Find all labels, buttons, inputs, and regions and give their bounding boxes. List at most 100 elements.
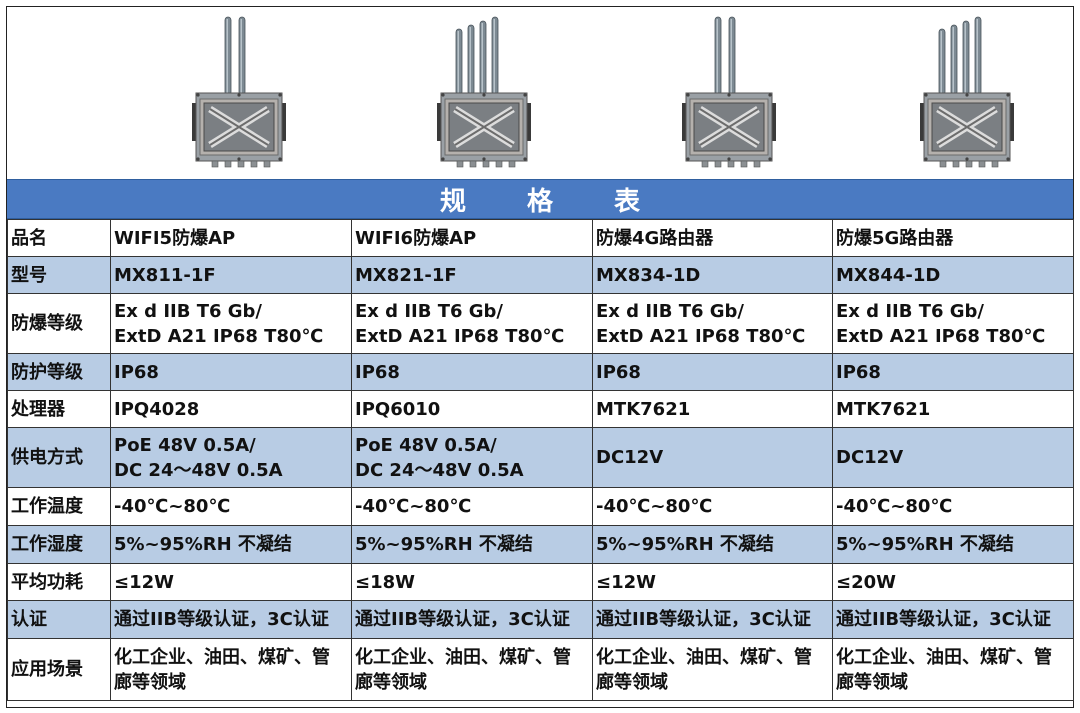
- spec-cell: DC12V: [592, 427, 833, 488]
- cable-gland: [508, 160, 516, 168]
- cell-text: Ex d IIB T6 Gb/: [836, 300, 985, 322]
- cell-text: 化工企业、油田、煤矿、管: [355, 646, 571, 668]
- spec-cell: IP68: [351, 353, 593, 391]
- spec-cell: 防爆4G路由器: [592, 219, 833, 257]
- spec-cell: PoE 48V 0.5A/DC 24～48V 0.5A: [110, 427, 352, 488]
- cable-gland: [456, 160, 464, 168]
- cable-gland: [237, 160, 245, 168]
- cell-text: 5%~95%RH 不凝结: [355, 534, 533, 555]
- cable-gland: [714, 160, 722, 168]
- spec-cell: MX811-1F: [110, 256, 352, 294]
- device-image-1: [192, 16, 286, 168]
- spec-cell: MTK7621: [592, 390, 833, 428]
- cell-text: DC 24～48V 0.5A: [355, 459, 524, 481]
- cell-text: PoE 48V 0.5A/: [114, 434, 256, 456]
- spec-cell: 防爆5G路由器: [832, 219, 1074, 257]
- cell-text: DC 24～48V 0.5A: [114, 459, 283, 481]
- cell-text: 化工企业、油田、煤矿、管: [836, 646, 1052, 668]
- spec-cell: 5%~95%RH 不凝结: [351, 525, 593, 564]
- spec-cell: IP68: [592, 353, 833, 391]
- cable-gland: [263, 160, 271, 168]
- spec-cell: MX844-1D: [832, 256, 1074, 294]
- cable-gland: [740, 160, 748, 168]
- cable-gland: [224, 160, 232, 168]
- cell-text: ExtD A21 IP68 T80℃: [836, 325, 1046, 347]
- spec-cell: 通过IIB等级认证，3C认证: [592, 600, 833, 639]
- bracket: [682, 103, 688, 141]
- row-label: 认证: [7, 600, 111, 639]
- cable-gland: [211, 160, 219, 168]
- spec-cell: WIFI6防爆AP: [351, 219, 593, 257]
- table-row: 认证通过IIB等级认证，3C认证通过IIB等级认证，3C认证通过IIB等级认证，…: [7, 600, 1074, 639]
- cell-text: Ex d IIB T6 Gb/: [114, 300, 263, 322]
- row-label: 防爆等级: [7, 293, 111, 354]
- spec-cell: ≤12W: [592, 563, 833, 601]
- cell-text: IPQ6010: [355, 398, 441, 420]
- cell-text: -40℃~80℃: [836, 496, 953, 517]
- spec-cell: -40℃~80℃: [832, 487, 1074, 526]
- spec-cell: MTK7621: [832, 390, 1074, 428]
- cable-gland: [965, 160, 973, 168]
- spec-cell: IPQ4028: [110, 390, 352, 428]
- product-images: [7, 7, 1073, 179]
- spec-cell: -40℃~80℃: [110, 487, 352, 526]
- cell-text: MX844-1D: [836, 264, 941, 286]
- cell-text: 廊等领域: [596, 671, 668, 693]
- cell-text: ≤12W: [596, 571, 656, 593]
- row-label: 平均功耗: [7, 563, 111, 601]
- cell-text: 防爆4G路由器: [596, 227, 714, 249]
- spec-cell: 通过IIB等级认证，3C认证: [832, 600, 1074, 639]
- spec-cell: IP68: [832, 353, 1074, 391]
- cell-text: MX834-1D: [596, 264, 701, 286]
- cell-text: 通过IIB等级认证，3C认证: [836, 609, 1051, 630]
- spec-cell: IP68: [110, 353, 352, 391]
- cell-text: Ex d IIB T6 Gb/: [355, 300, 504, 322]
- cell-text: 廊等领域: [114, 671, 186, 693]
- spec-cell: PoE 48V 0.5A/DC 24～48V 0.5A: [351, 427, 593, 488]
- cell-text: DC12V: [836, 447, 904, 468]
- row-label: 防护等级: [7, 353, 111, 391]
- bracket: [280, 103, 286, 141]
- spec-cell: WIFI5防爆AP: [110, 219, 352, 257]
- spec-cell: ≤12W: [110, 563, 352, 601]
- cell-text: DC12V: [596, 447, 664, 468]
- row-label: 工作湿度: [7, 525, 111, 564]
- cell-text: 通过IIB等级认证，3C认证: [114, 609, 329, 630]
- cell-text: IP68: [836, 361, 881, 383]
- cable-gland: [701, 160, 709, 168]
- cell-text: 防爆5G路由器: [836, 227, 954, 249]
- spec-cell: Ex d IIB T6 Gb/ExtD A21 IP68 T80℃: [351, 293, 593, 354]
- bracket: [1008, 103, 1014, 141]
- spec-cell: Ex d IIB T6 Gb/ExtD A21 IP68 T80℃: [832, 293, 1074, 354]
- cell-text: MX811-1F: [114, 264, 216, 286]
- cell-text: 化工企业、油田、煤矿、管: [596, 646, 812, 668]
- bracket: [920, 103, 926, 141]
- cell-text: MTK7621: [596, 398, 691, 420]
- cell-text: -40℃~80℃: [114, 496, 231, 517]
- spec-cell: 5%~95%RH 不凝结: [832, 525, 1074, 564]
- cell-text: ≤12W: [114, 571, 174, 593]
- table-row: 应用场景化工企业、油田、煤矿、管廊等领域化工企业、油田、煤矿、管廊等领域化工企业…: [7, 638, 1074, 701]
- table-row: 平均功耗≤12W≤18W≤12W≤20W: [7, 563, 1074, 601]
- spec-cell: 5%~95%RH 不凝结: [592, 525, 833, 564]
- row-label: 工作温度: [7, 487, 111, 526]
- cell-text: 化工企业、油田、煤矿、管: [114, 646, 330, 668]
- cell-text: 廊等领域: [836, 671, 908, 693]
- cell-text: MTK7621: [836, 398, 931, 420]
- cell-text: ≤20W: [836, 571, 896, 593]
- cell-text: 通过IIB等级认证，3C认证: [355, 609, 570, 630]
- cell-text: ExtD A21 IP68 T80℃: [355, 325, 565, 347]
- spec-cell: 5%~95%RH 不凝结: [110, 525, 352, 564]
- spec-cell: 化工企业、油田、煤矿、管廊等领域: [351, 638, 593, 701]
- cell-text: ≤18W: [355, 571, 415, 593]
- spec-table-title-bar: 规 格 表: [7, 179, 1073, 219]
- cell-text: ExtD A21 IP68 T80℃: [596, 325, 806, 347]
